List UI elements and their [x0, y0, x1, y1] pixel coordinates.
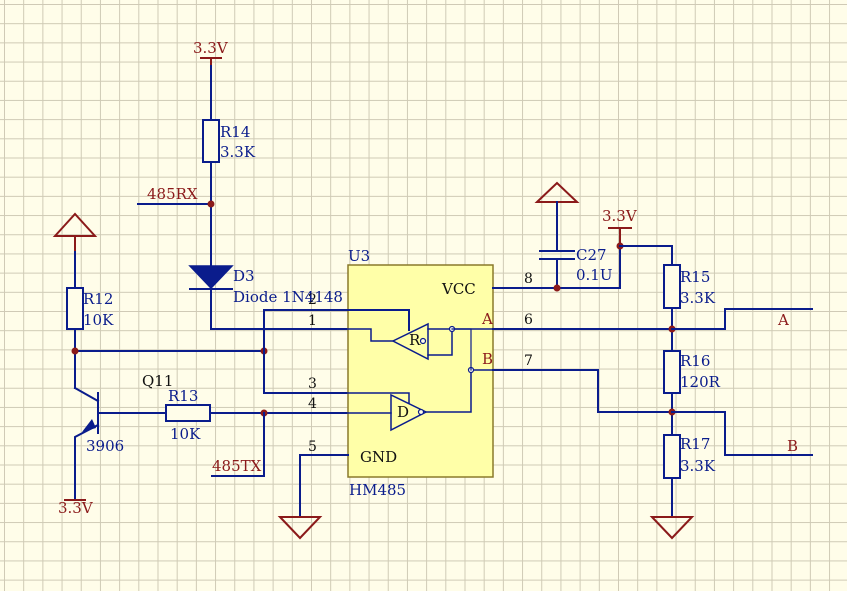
r16-ref: R16: [680, 352, 710, 370]
net-b: B: [787, 437, 798, 455]
u3-pin-b: B: [482, 350, 493, 368]
r17-value: 3.3K: [680, 457, 716, 475]
junction: [553, 284, 561, 292]
r13-ref: R13: [168, 387, 198, 405]
pin2-wire: [263, 309, 349, 394]
pin-6: 6: [524, 312, 533, 328]
c27-value: 0.1U: [576, 266, 613, 284]
r14-ref: R14: [220, 123, 250, 141]
r16-resistor: [663, 350, 681, 394]
r14-power-label: 3.3V: [193, 39, 229, 57]
r15-ref: R15: [680, 268, 710, 286]
r14-branch: [137, 57, 222, 266]
u3-gnd: GND: [360, 448, 397, 466]
d3-value: Diode 1N4148: [233, 288, 343, 306]
r14-value: 3.3K: [220, 143, 256, 161]
u3-pin-a: A: [481, 310, 493, 328]
r15-power-label: 3.3V: [602, 207, 638, 225]
u3-vcc: VCC: [441, 280, 476, 298]
u3-ref: U3: [348, 247, 370, 265]
bias-ladder: [492, 264, 813, 540]
d3-diode: [188, 265, 349, 330]
u3-value: HM485: [349, 481, 406, 499]
r13-resistor: [165, 404, 211, 422]
driver-label: D: [397, 403, 409, 421]
junction: [71, 347, 79, 355]
pin-3: 3: [308, 376, 317, 392]
r17-ref: R17: [680, 435, 710, 453]
junction: [207, 200, 215, 208]
r12-resistor: [66, 287, 84, 330]
receiver-label: R: [409, 331, 421, 349]
r12-ref: R12: [83, 290, 113, 308]
c27-capacitor: [492, 181, 673, 292]
c27-ref: C27: [576, 246, 607, 264]
r12-q11-section: [52, 212, 349, 501]
net-485tx: 485TX: [212, 457, 262, 475]
r12-value: 10K: [83, 311, 114, 329]
r16-value: 120R: [680, 373, 721, 391]
r17-resistor: [663, 434, 681, 479]
d3-ref: D3: [233, 267, 255, 285]
q11-value: 3906: [86, 437, 124, 455]
u3-chip: [347, 264, 494, 478]
pin-5: 5: [308, 439, 317, 455]
r13-value: 10K: [170, 425, 201, 443]
q11-ref: Q11: [142, 372, 173, 390]
pin-4: 4: [308, 396, 317, 412]
net-485rx: 485RX: [147, 185, 198, 203]
r15-resistor: [663, 264, 681, 309]
r14-resistor: [202, 119, 220, 163]
gnd-symbol: [277, 454, 349, 540]
emitter-arrow: [82, 419, 96, 432]
pin-1: 1: [308, 313, 317, 329]
net-a: A: [777, 311, 789, 329]
pin-7: 7: [524, 353, 533, 369]
q11-power-label: 3.3V: [58, 499, 94, 517]
r15-value: 3.3K: [680, 289, 716, 307]
pin-8: 8: [524, 271, 533, 287]
pin-2: 2: [308, 292, 317, 308]
